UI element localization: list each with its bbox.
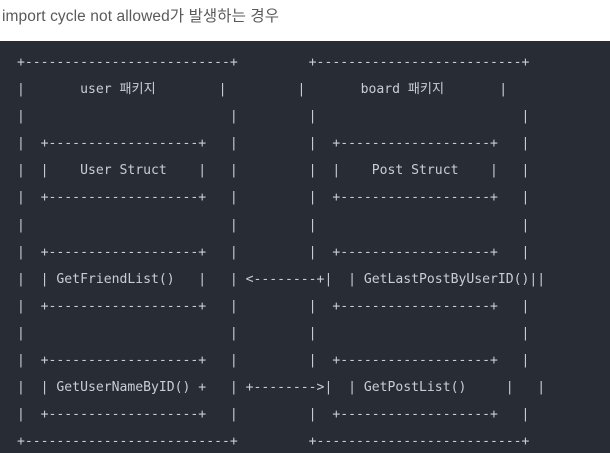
page-title: import cycle not allowed가 발생하는 경우	[2, 8, 280, 25]
code-block: +--------------------------+ +----------…	[0, 41, 610, 453]
ascii-diagram: +--------------------------+ +----------…	[17, 55, 546, 450]
